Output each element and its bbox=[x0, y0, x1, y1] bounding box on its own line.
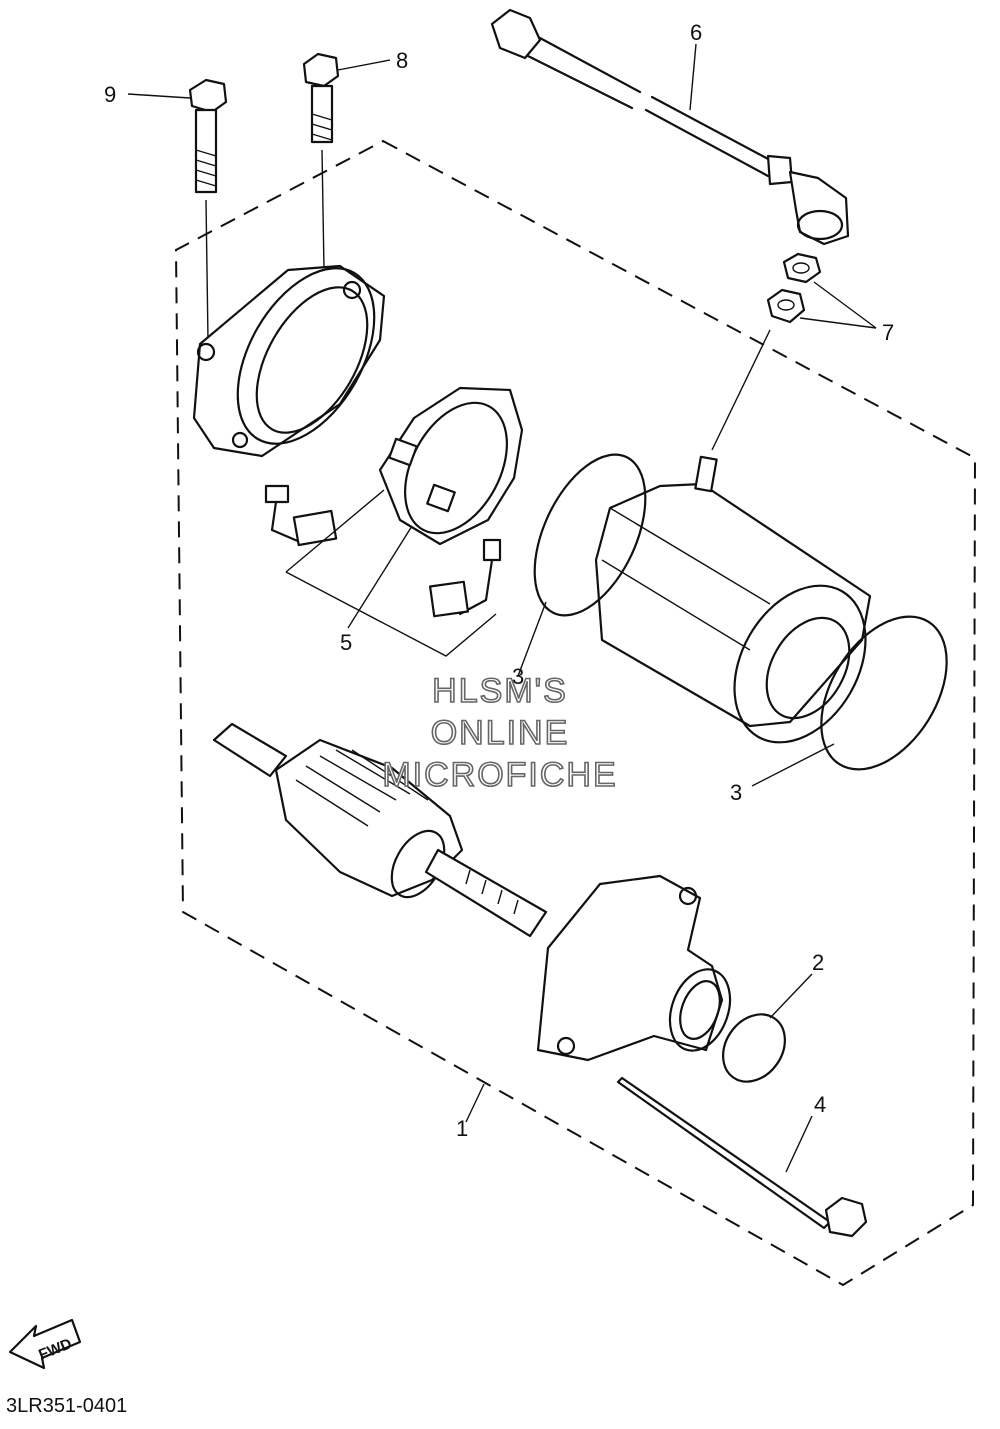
callout-2: 2 bbox=[812, 950, 824, 975]
callout-9: 9 bbox=[104, 82, 116, 107]
assembly-boundary bbox=[174, 139, 977, 1287]
callout-4: 4 bbox=[814, 1092, 826, 1117]
brush-right bbox=[428, 538, 502, 618]
nut-upper bbox=[782, 252, 822, 284]
callout-3-left: 3 bbox=[512, 664, 524, 689]
through-bolt bbox=[616, 1076, 868, 1238]
lead-wire bbox=[490, 8, 850, 246]
watermark-line-3: MICROFICHE bbox=[382, 756, 617, 794]
o-ring-yoke-front bbox=[820, 615, 948, 771]
rear-cover bbox=[192, 264, 386, 458]
callout-5: 5 bbox=[340, 630, 352, 655]
fwd-arrow-icon: FWD bbox=[8, 1318, 82, 1370]
brush-set-bracket bbox=[285, 489, 497, 657]
nut-lower bbox=[766, 288, 806, 324]
callout-3-right: 3 bbox=[730, 780, 742, 805]
o-ring-front-cover bbox=[722, 1013, 786, 1083]
yoke-housing bbox=[594, 329, 872, 744]
watermark-line-2: ONLINE bbox=[431, 714, 570, 752]
watermark-line-1: HLSM'S bbox=[432, 672, 568, 710]
o-ring-yoke-rear bbox=[533, 453, 647, 617]
bolt-short bbox=[302, 52, 340, 271]
brush-left bbox=[264, 484, 338, 547]
bolt-long bbox=[188, 78, 228, 341]
front-cover bbox=[536, 874, 732, 1062]
leader-lines bbox=[127, 43, 877, 1173]
callout-7: 7 bbox=[882, 320, 894, 345]
diagram-code: 3LR351-0401 bbox=[6, 1395, 127, 1417]
callout-labels: 1 2 3 3 4 5 6 7 8 9 bbox=[104, 20, 894, 1141]
callout-8: 8 bbox=[396, 48, 408, 73]
callout-1: 1 bbox=[456, 1116, 468, 1141]
callout-6: 6 bbox=[690, 20, 702, 45]
armature bbox=[212, 722, 548, 938]
watermark: HLSM'S ONLINE MICROFICHE bbox=[382, 671, 617, 795]
brush-holder-plate bbox=[378, 386, 524, 546]
